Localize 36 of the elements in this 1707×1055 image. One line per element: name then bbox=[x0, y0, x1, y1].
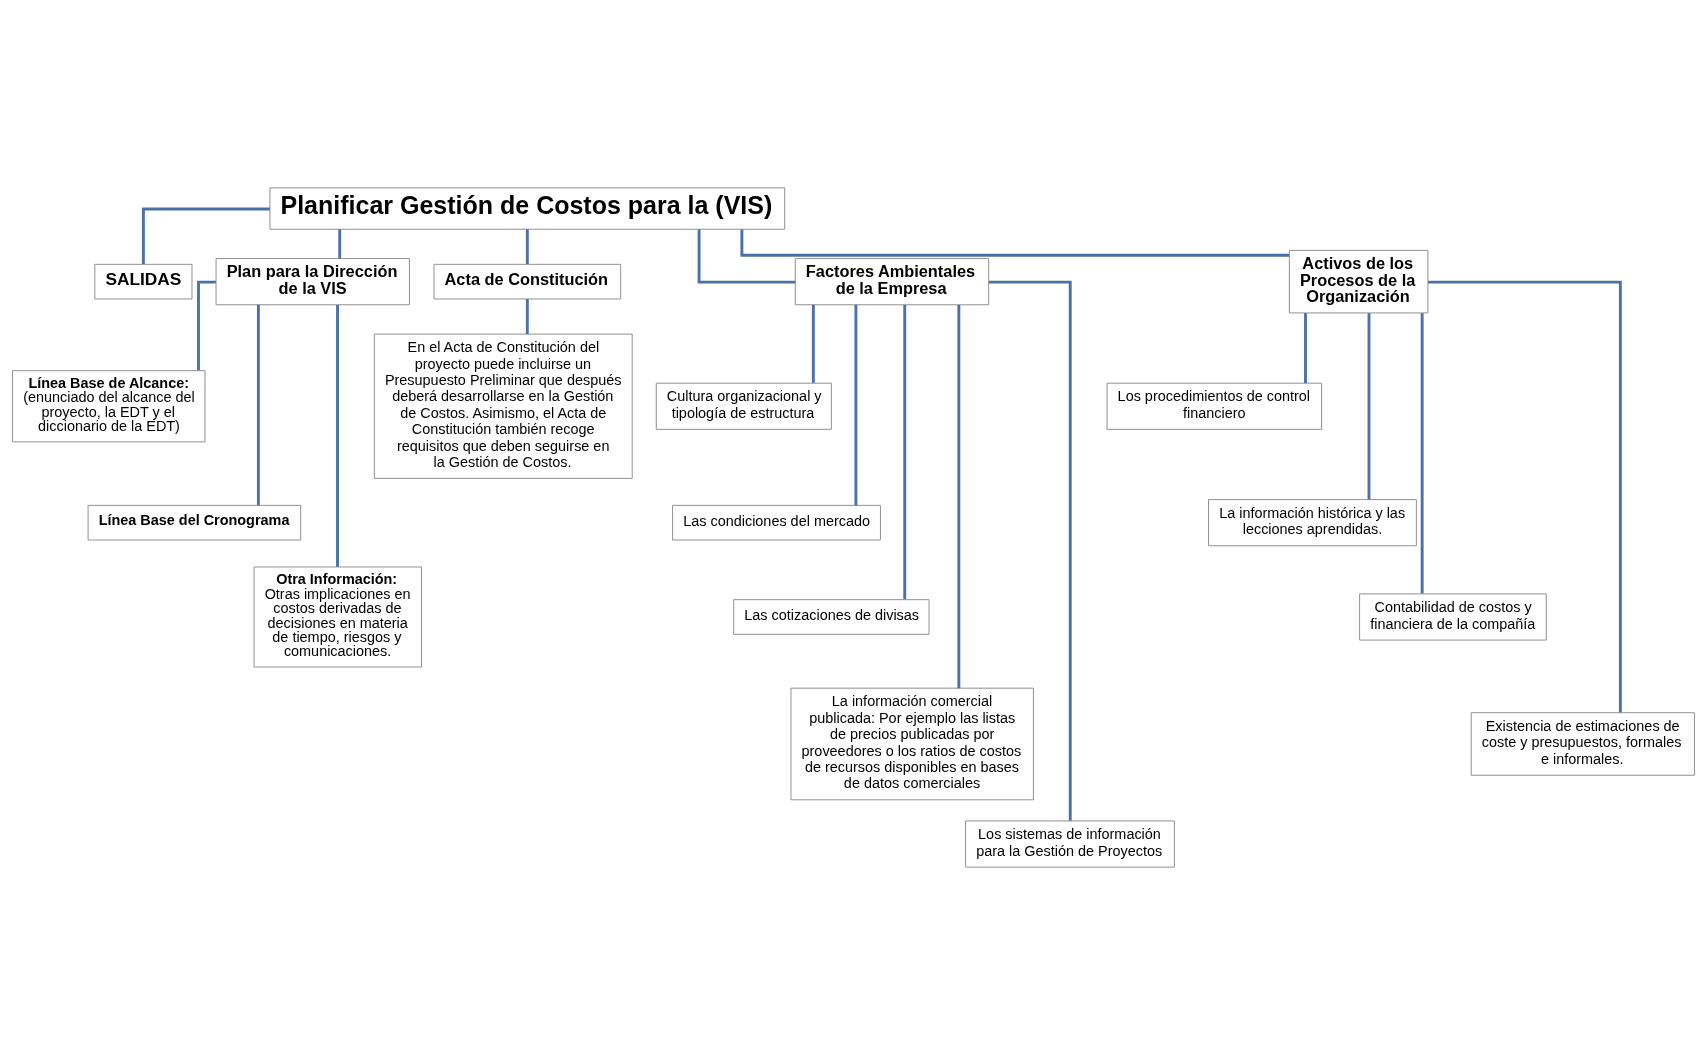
node-box: La información histórica y las lecciones aprendidas. bbox=[1208, 499, 1417, 547]
node-box: Contabilidad de costos y financiera de la compañía bbox=[1359, 593, 1547, 641]
connector bbox=[338, 229, 342, 259]
node-box: SALIDAS bbox=[94, 263, 193, 300]
node-box: Acta de Constitución bbox=[433, 263, 622, 300]
node-box: Existencia de estimaciones de coste y presupuestos, formales e informales. bbox=[1470, 712, 1695, 776]
node-box: Otra Información: Otras implicaciones en costos derivadas de decisiones en materia de tiempo, riesgos y comunicaciones. bbox=[253, 566, 422, 668]
connector bbox=[854, 304, 858, 506]
node-box: Cultura organizacional y tipología de estructura bbox=[655, 382, 832, 430]
connector bbox=[988, 280, 1072, 821]
node-box: Plan para la Dirección de la VIS bbox=[215, 258, 410, 306]
node-box: Línea Base de Alcance: (enunciado del alcance del proyecto, la EDT y el diccionario de la EDT) bbox=[12, 370, 206, 443]
node-box: Activos de los Procesos de la Organización bbox=[1288, 249, 1429, 314]
connector bbox=[1304, 313, 1307, 384]
node-box: Los procedimientos de control financiero bbox=[1106, 382, 1323, 430]
node-box: Línea Base del Cronograma bbox=[87, 504, 302, 541]
connector bbox=[697, 229, 796, 284]
connector bbox=[1367, 313, 1371, 500]
node-box: Los sistemas de información para la Gestión de Proyectos bbox=[965, 820, 1175, 868]
connector bbox=[256, 304, 260, 506]
connector bbox=[525, 299, 529, 335]
node-box: Planificar Gestión de Costos para la (VIS) bbox=[269, 187, 786, 230]
node-box: Factores Ambientales de la Empresa bbox=[794, 258, 990, 306]
connector bbox=[811, 304, 815, 383]
connector bbox=[197, 280, 216, 371]
connector bbox=[336, 305, 339, 567]
node-box: Las condiciones del mercado bbox=[672, 504, 881, 541]
connector bbox=[1428, 280, 1622, 713]
connector bbox=[1420, 313, 1424, 594]
connector bbox=[141, 207, 270, 265]
connector bbox=[525, 229, 529, 265]
connector bbox=[903, 305, 907, 600]
connector bbox=[957, 304, 961, 689]
node-box: Las cotizaciones de divisas bbox=[733, 599, 930, 635]
node-box: En el Acta de Constitución del proyecto puede incluirse un Presupuesto Preliminar que después deberá desarrollarse en la Gestión de Costos. Asimismo, el Acta de Constitución también recoge requisitos que deben seguirse en la Gestión de Costos. bbox=[373, 333, 633, 479]
node-box: La información comercial publicada: Por ejemplo las listas de precios publicadas por proveedores o los ratios de costos de recursos disponibles en bases de datos comerciales bbox=[790, 687, 1034, 801]
